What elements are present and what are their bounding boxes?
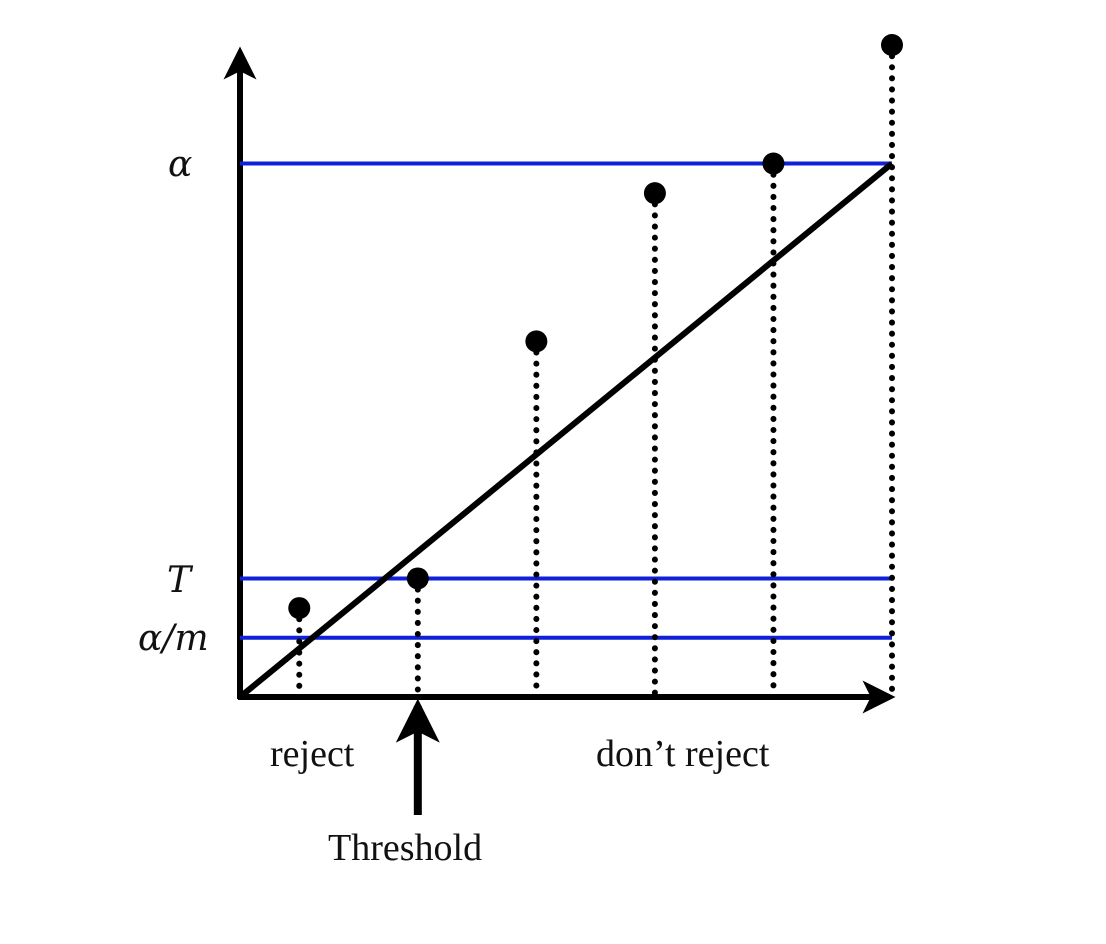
data-point-2: [406, 567, 429, 590]
dont-reject-label: don’t reject: [596, 733, 770, 775]
data-point-5: [762, 152, 785, 175]
reference-lines: [240, 161, 892, 640]
drop-lines: [296, 42, 895, 698]
alpha-label: α: [168, 144, 192, 185]
data-point-4: [643, 182, 666, 205]
data-point-6: [881, 34, 903, 56]
t-label: T: [167, 560, 194, 601]
threshold-label: Threshold: [328, 827, 482, 869]
reject-label: reject: [270, 733, 355, 775]
data-points: [288, 34, 903, 620]
data-point-3: [525, 330, 548, 353]
data-point-1: [288, 597, 311, 620]
diagonal-line: [238, 161, 894, 700]
alpha-over-m-label: α/m: [138, 618, 209, 659]
